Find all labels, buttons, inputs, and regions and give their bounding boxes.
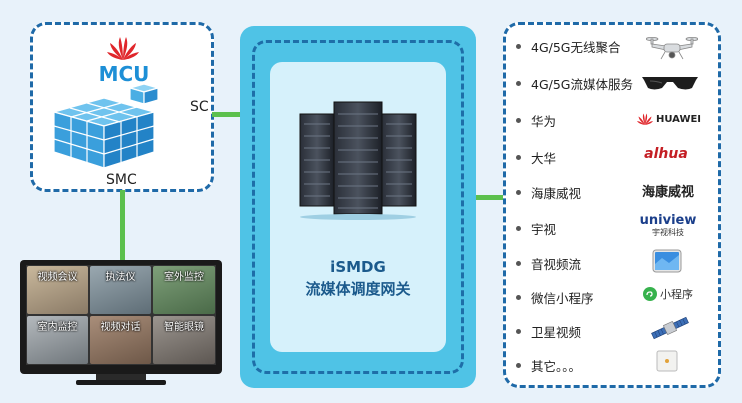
list-item: 微信小程序 [516,288,594,307]
huawei-logo-text: HUAWEI [655,113,702,125]
huawei-flower-small-icon [636,113,653,125]
monitor-cell-2: 执法仪 [90,266,151,314]
mini-program-logo: 小程序 [638,284,698,304]
satellite-icon [651,316,689,340]
gateway-title-line2: 流媒体调度网关 [305,280,411,298]
monitor-cell-5-label: 视频对话 [100,322,141,333]
mcu-brand-label: MCU [98,62,150,86]
monitor-cell-4-label: 室内监控 [37,322,78,333]
list-item-label: 宇视 [531,222,557,237]
bullet-icon [516,226,521,231]
connector-smc-monitor [120,190,125,262]
list-item-label: 大华 [531,151,557,166]
sc-label: SC [190,99,209,115]
list-item: 4G/5G无线聚合 [516,37,621,56]
list-item-label: 音视频流 [531,257,582,272]
connector-gateway-list [462,195,506,200]
tablet-icon [652,249,682,273]
list-item: 海康威视 [516,183,581,202]
list-item-label: 微信小程序 [531,291,594,306]
uniview-logo: uniview 宇视科技 [638,212,698,240]
list-item: 宇视 [516,219,556,238]
bullet-icon [516,190,521,195]
server-rack-icon [299,101,417,220]
mini-program-logo-text: 小程序 [660,288,693,301]
monitor-cell-6-label: 智能眼镜 [164,322,204,333]
list-item-label: 4G/5G流媒体服务 [531,77,633,92]
list-item: 其它。。。 [516,356,581,375]
list-item: 音视频流 [516,254,581,273]
smc-cube-icon [51,83,161,169]
smc-label: SMC [106,172,137,188]
hikvision-logo: 海康威视 [630,180,706,200]
bullet-icon [516,261,521,266]
list-item-label: 4G/5G无线聚合 [531,40,621,55]
huawei-flower-icon [107,37,139,60]
bullet-icon [516,81,521,86]
mini-program-icon [643,287,657,301]
list-item-label: 其它。。。 [531,359,582,374]
gateway-title-line1: iSMDG [330,258,386,276]
monitor-cell-4: 室内监控 [27,316,88,364]
monitor-cell-2-label: 执法仪 [105,272,136,283]
dahua-logo: alhua [634,144,698,164]
list-item-label: 华为 [531,114,557,129]
bullet-icon [516,118,521,123]
list-item: 大华 [516,148,556,167]
monitor-stand [96,374,146,380]
monitor-cell-1: 视频会议 [27,266,88,314]
hikvision-logo-text: 海康威视 [641,184,694,200]
list-item-label: 卫星视频 [531,325,582,340]
smart-glasses-icon [642,77,698,90]
connector-sc-gateway [212,112,256,117]
bullet-icon [516,44,521,49]
dahua-logo-text: alhua [644,146,688,162]
monitor-base [76,380,166,385]
bullet-icon [516,295,521,300]
bullet-icon [516,363,521,368]
gateway-dashed-frame [252,40,464,374]
monitor-cell-3: 室外监控 [153,266,215,314]
monitor-cell-1-label: 视频会议 [37,272,78,283]
list-item: 4G/5G流媒体服务 [516,74,633,93]
device-box-icon [656,350,678,372]
huawei-logo: HUAWEI [634,109,704,129]
list-item: 华为 [516,111,556,130]
list-item-label: 海康威视 [531,186,582,201]
monitor-cell-3-label: 室外监控 [164,272,204,283]
monitor-cell-5: 视频对话 [90,316,151,364]
monitor-cell-6: 智能眼镜 [153,316,215,364]
bullet-icon [516,155,521,160]
bullet-icon [516,329,521,334]
uniview-logo-subtext: 宇视科技 [652,228,684,237]
list-item: 卫星视频 [516,322,581,341]
uniview-logo-text: uniview [639,213,697,228]
drone-icon [646,37,698,60]
